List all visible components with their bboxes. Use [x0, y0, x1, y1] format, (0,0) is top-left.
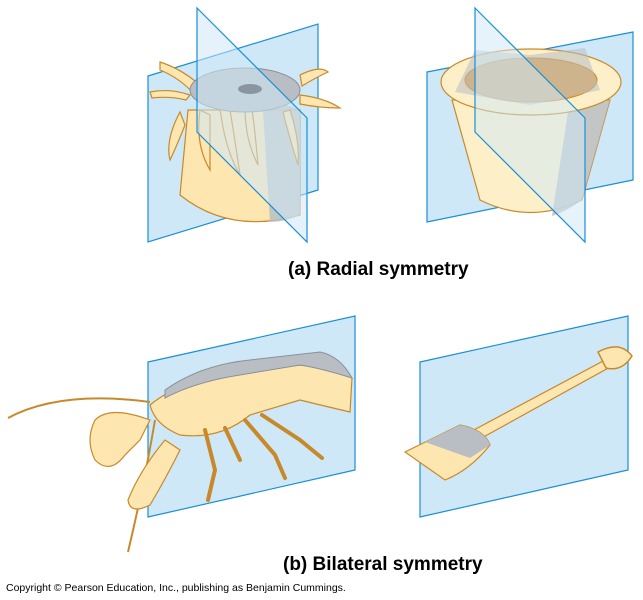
shovel-blade-shadow	[425, 425, 490, 458]
lobster-legs	[203, 413, 324, 502]
radial-symmetry-caption: (a) Radial symmetry	[288, 259, 469, 280]
lobster-antenna	[7, 397, 151, 419]
copyright-notice: Copyright © Pearson Education, Inc., pub…	[6, 582, 346, 594]
lobster-claw	[127, 439, 181, 510]
shovel-figure	[403, 315, 633, 518]
bilateral-symmetry-caption: (b) Bilateral symmetry	[283, 554, 483, 575]
shovel-grip	[597, 346, 633, 370]
vertical-symmetry-plane	[474, 6, 586, 244]
lobster-claw	[89, 411, 151, 467]
lobster-back-shadow	[164, 351, 354, 399]
sea-anemone-figure	[147, 6, 342, 244]
vertical-symmetry-plane	[196, 6, 308, 244]
sagittal-symmetry-plane	[419, 315, 629, 518]
flower-pot-figure	[426, 6, 634, 244]
lobster-figure	[7, 315, 356, 553]
